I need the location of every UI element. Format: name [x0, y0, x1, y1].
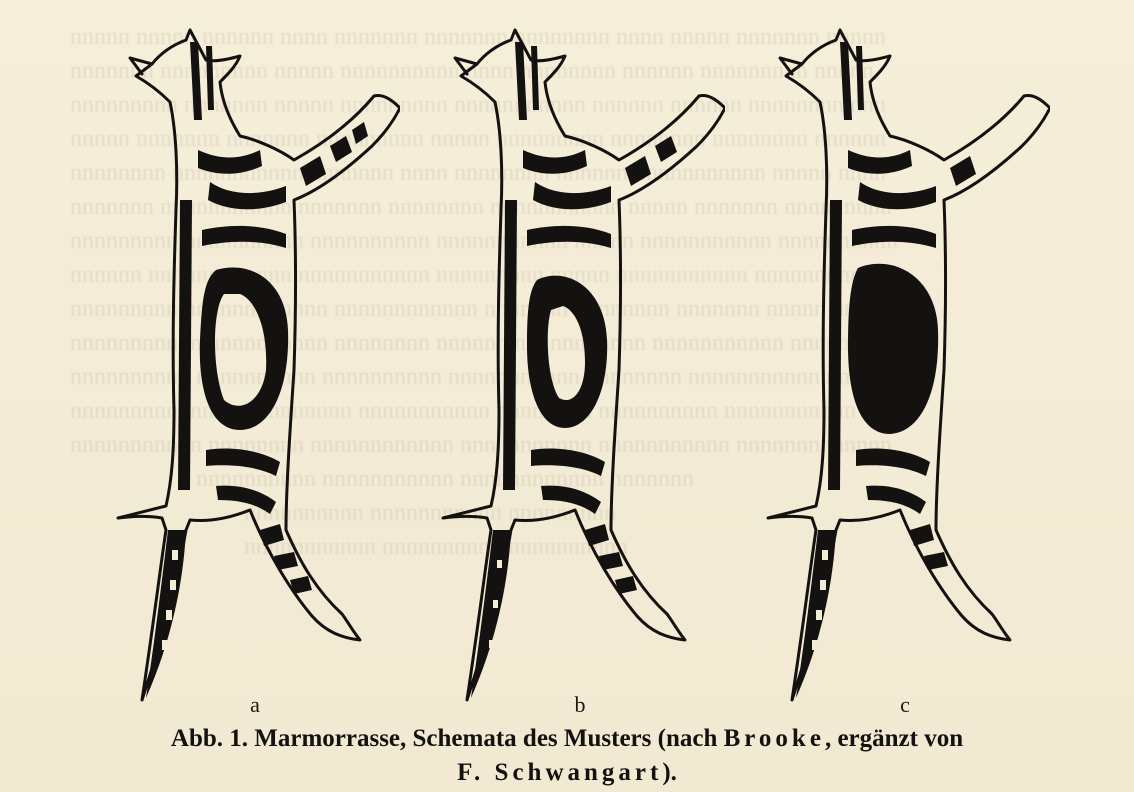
caption-prefix: Abb. 1. Marmorrasse, Schemata des Muster… [171, 725, 724, 752]
cat-schema-a [90, 10, 400, 710]
panel-label-c: c [890, 692, 920, 718]
cat-pattern-figure: a [90, 10, 1070, 710]
caption-author-schwangart: F. Schwangart [457, 759, 662, 786]
panel-label-b: b [565, 692, 595, 718]
panel-label-a: a [240, 692, 270, 718]
figure-caption: Abb. 1. Marmorrasse, Schemata des Muster… [60, 722, 1074, 790]
cat-outline-drawing-a [90, 10, 400, 710]
caption-middle: , ergänzt von [825, 725, 963, 752]
cat-schema-c [740, 10, 1050, 710]
caption-author-brooke: Brooke [724, 725, 825, 752]
cat-schema-b [415, 10, 725, 710]
caption-suffix: ). [662, 759, 677, 786]
cat-outline-drawing-c [740, 10, 1050, 710]
cat-outline-drawing-b [415, 10, 725, 710]
